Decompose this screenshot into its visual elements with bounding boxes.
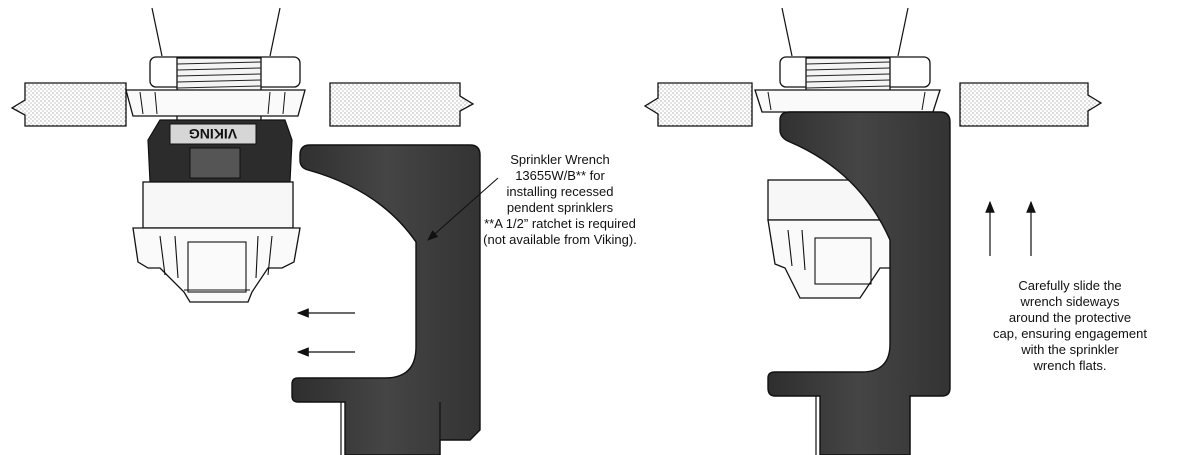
pipe-line <box>781 7 793 57</box>
brand-plate <box>169 123 257 145</box>
caption-line: installing recessed <box>506 184 614 199</box>
ceiling-tile-right <box>329 82 475 127</box>
caption-line: with the sprinkler <box>1021 342 1119 357</box>
caption-line: wrench sideways <box>1020 294 1120 309</box>
caption-line: **A 1/2” ratchet is required <box>484 216 636 231</box>
sprinkler-wrench <box>767 111 951 455</box>
ceiling-tile-left <box>643 82 753 127</box>
protective-cap <box>142 181 294 229</box>
caption-line: (not available from Viking). <box>483 232 637 247</box>
left-panel: VIKING <box>10 7 499 455</box>
caption-line: cap, ensuring engagement <box>993 326 1147 341</box>
pipe-line <box>269 7 281 57</box>
sprinkler-wrench <box>291 144 481 455</box>
ceiling-tile-left <box>10 82 127 127</box>
pointer-arrow-icon <box>427 177 499 241</box>
caption-line: Carefully slide the <box>1018 278 1122 293</box>
right-panel <box>643 7 1103 455</box>
instruction-caption: Carefully slide the wrench sideways arou… <box>965 278 1175 374</box>
pipe-line <box>897 7 909 57</box>
caption-line: Sprinkler Wrench <box>510 152 610 167</box>
caption-line: wrench flats. <box>1033 358 1107 373</box>
mounting-cup <box>754 89 941 113</box>
caption-line: pendent sprinklers <box>506 200 614 215</box>
wrench-caption: Sprinkler Wrench 13655W/B** for installi… <box>470 152 650 248</box>
caption-line: around the protective <box>1008 310 1132 325</box>
caption-line: 13655W/B** for <box>515 168 605 183</box>
ceiling-tile-right <box>959 82 1103 127</box>
mounting-cup <box>125 89 306 117</box>
deflector <box>132 227 301 303</box>
pipe-line <box>151 7 163 57</box>
brand-mark: VIKING <box>189 126 237 142</box>
